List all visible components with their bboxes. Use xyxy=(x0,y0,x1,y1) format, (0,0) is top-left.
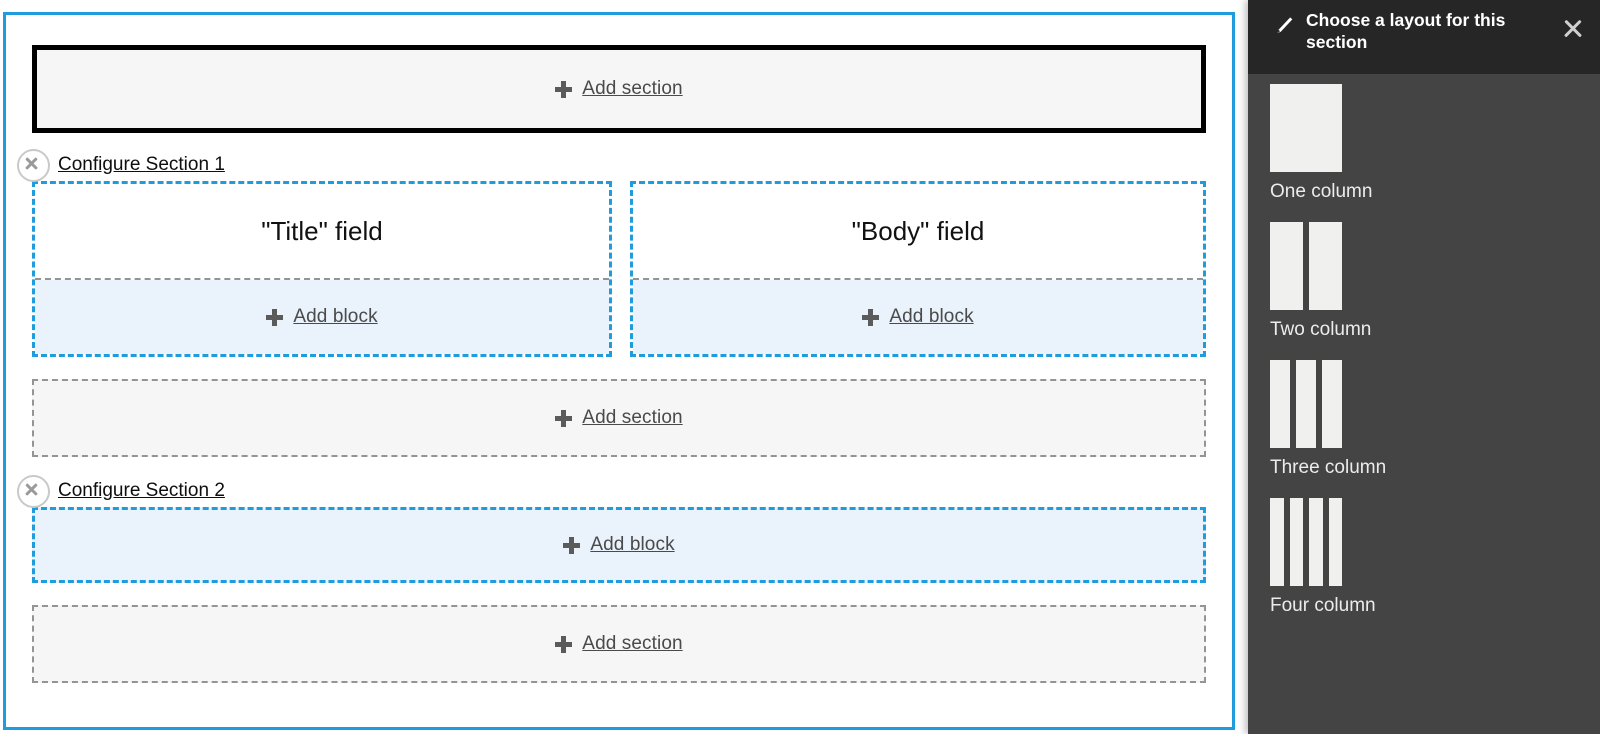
add-block-section-1-col-1[interactable]: Add block xyxy=(35,280,609,354)
layout-option-four-column[interactable]: Four column xyxy=(1270,498,1600,617)
layout-option-one-column-label: One column xyxy=(1270,181,1373,202)
layout-option-two-column-label: Two column xyxy=(1270,319,1372,340)
configure-section-1-link[interactable]: Configure Section 1 xyxy=(58,154,225,175)
add-block-label-group-3: Add block xyxy=(563,534,675,556)
three-column-preview-icon xyxy=(1270,360,1342,448)
two-column-preview-icon xyxy=(1270,222,1342,310)
add-section-bottom-label: Add section xyxy=(582,633,683,654)
add-section-middle-label: Add section xyxy=(582,407,683,428)
layout-option-three-column[interactable]: Three column xyxy=(1270,360,1600,479)
add-section-bottom[interactable]: Add section xyxy=(32,605,1206,683)
layout-option-three-column-label: Three column xyxy=(1270,457,1387,478)
title-field-label: "Title" field xyxy=(261,215,383,246)
body-field-label: "Body" field xyxy=(851,215,985,246)
pencil-icon xyxy=(1270,14,1296,40)
sidebar-title: Choose a layout for this section xyxy=(1306,10,1506,53)
plus-icon xyxy=(266,308,284,326)
configure-section-1-row: Configure Section 1 xyxy=(17,148,1206,182)
section-1-region[interactable]: "Title" field Add block "Body" field xyxy=(32,181,1206,357)
add-block-label-1: Add block xyxy=(293,306,378,327)
add-section-middle-label-group: Add section xyxy=(555,407,683,429)
add-block-label-2: Add block xyxy=(889,306,974,327)
configure-section-2-row: Configure Section 2 xyxy=(17,474,1206,508)
plus-icon xyxy=(563,536,581,554)
layout-option-four-column-label: Four column xyxy=(1270,595,1376,616)
add-section-top-label: Add section xyxy=(582,78,683,99)
configure-section-2-link[interactable]: Configure Section 2 xyxy=(58,480,225,501)
close-circle-icon-section-1[interactable] xyxy=(17,148,50,182)
add-section-bottom-label-group: Add section xyxy=(555,633,683,655)
add-section-top[interactable]: Add section xyxy=(32,45,1206,133)
add-section-top-label-group: Add section xyxy=(555,78,683,100)
title-field-area[interactable]: "Title" field xyxy=(35,184,609,280)
close-circle-icon-section-2[interactable] xyxy=(17,474,50,508)
add-section-middle[interactable]: Add section xyxy=(32,379,1206,457)
one-column-preview-icon xyxy=(1270,84,1342,172)
section-1-column-2[interactable]: "Body" field Add block xyxy=(630,181,1206,357)
sidebar-header: Choose a layout for this section xyxy=(1248,0,1600,74)
add-block-section-2[interactable]: Add block xyxy=(32,507,1206,583)
four-column-preview-icon xyxy=(1270,498,1342,586)
body-field-area[interactable]: "Body" field xyxy=(633,184,1203,280)
layout-chooser-sidebar: Choose a layout for this section One col… xyxy=(1248,0,1600,734)
plus-icon xyxy=(555,80,573,98)
add-block-label-group-1: Add block xyxy=(266,306,378,328)
layout-canvas: Add section Configure Section 1 "Title" … xyxy=(17,45,1206,705)
add-block-label-group-2: Add block xyxy=(862,306,974,328)
close-icon[interactable] xyxy=(1560,16,1586,42)
add-block-label-3: Add block xyxy=(590,534,675,555)
section-1-column-1[interactable]: "Title" field Add block xyxy=(32,181,612,357)
plus-icon xyxy=(555,635,573,653)
layout-option-list: One column Two column Three column Four … xyxy=(1248,74,1600,617)
add-block-section-1-col-2[interactable]: Add block xyxy=(633,280,1203,354)
plus-icon xyxy=(862,308,880,326)
layout-option-two-column[interactable]: Two column xyxy=(1270,222,1600,341)
layout-canvas-frame: Add section Configure Section 1 "Title" … xyxy=(3,12,1235,730)
plus-icon xyxy=(555,409,573,427)
layout-option-one-column[interactable]: One column xyxy=(1270,84,1600,203)
